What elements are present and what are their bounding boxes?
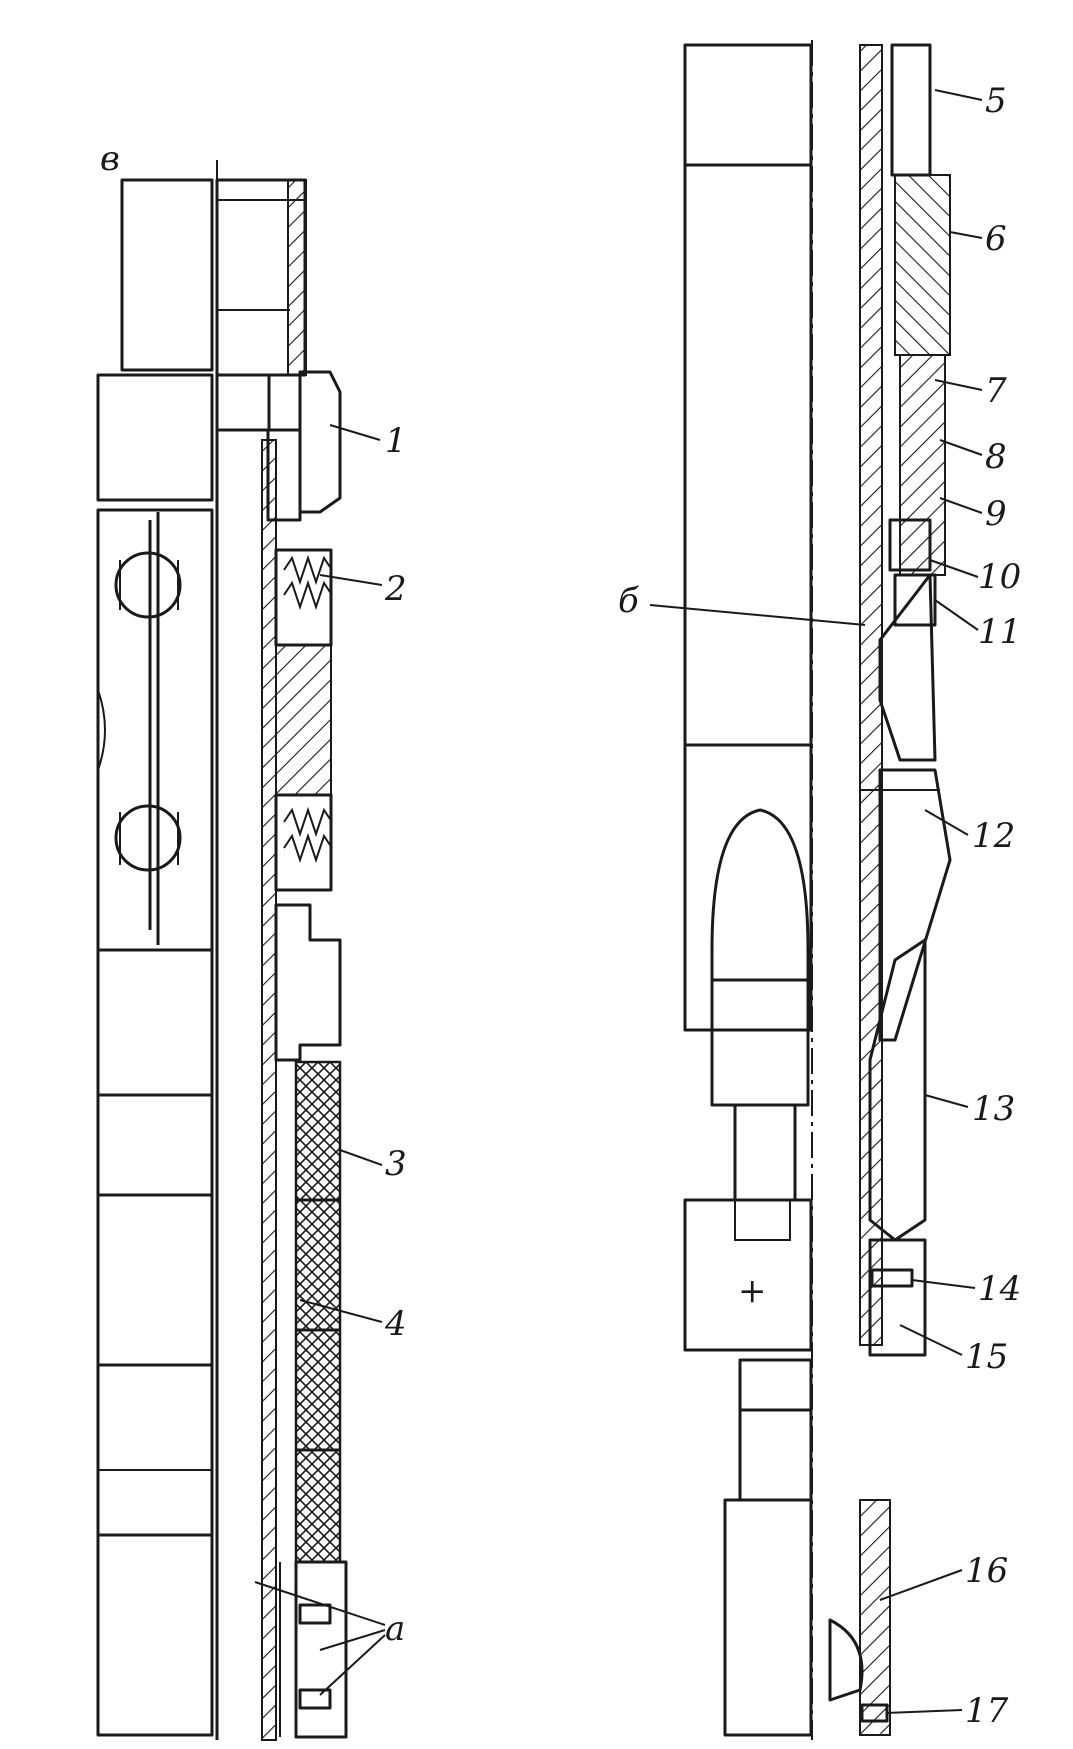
label-13: 13 [972, 1089, 1015, 1129]
label-1: 1 [385, 421, 407, 461]
label-5: 5 [985, 81, 1007, 121]
label-b: б [618, 581, 639, 621]
label-3: 3 [385, 1144, 407, 1184]
right-assembly: + [683, 40, 952, 1740]
label-15: 15 [965, 1337, 1008, 1377]
label-14: 14 [978, 1269, 1021, 1309]
label-9: 9 [985, 494, 1007, 534]
label-8: 8 [985, 437, 1007, 477]
view-label: в [100, 139, 120, 179]
label-12: 12 [972, 816, 1015, 856]
label-10: 10 [978, 557, 1021, 597]
label-17: 17 [965, 1691, 1009, 1731]
label-6: 6 [985, 219, 1007, 259]
label-2: 2 [384, 569, 407, 609]
label-11: 11 [978, 612, 1021, 652]
labels: в 1 2 3 4 а 5 6 7 8 9 10 11 б 12 13 14 [100, 81, 1021, 1731]
label-a: а [385, 1609, 405, 1649]
label-16: 16 [965, 1551, 1008, 1591]
center-marker: + [738, 1271, 767, 1311]
label-7: 7 [985, 371, 1007, 411]
label-4: 4 [384, 1304, 407, 1344]
left-assembly [96, 160, 348, 1741]
